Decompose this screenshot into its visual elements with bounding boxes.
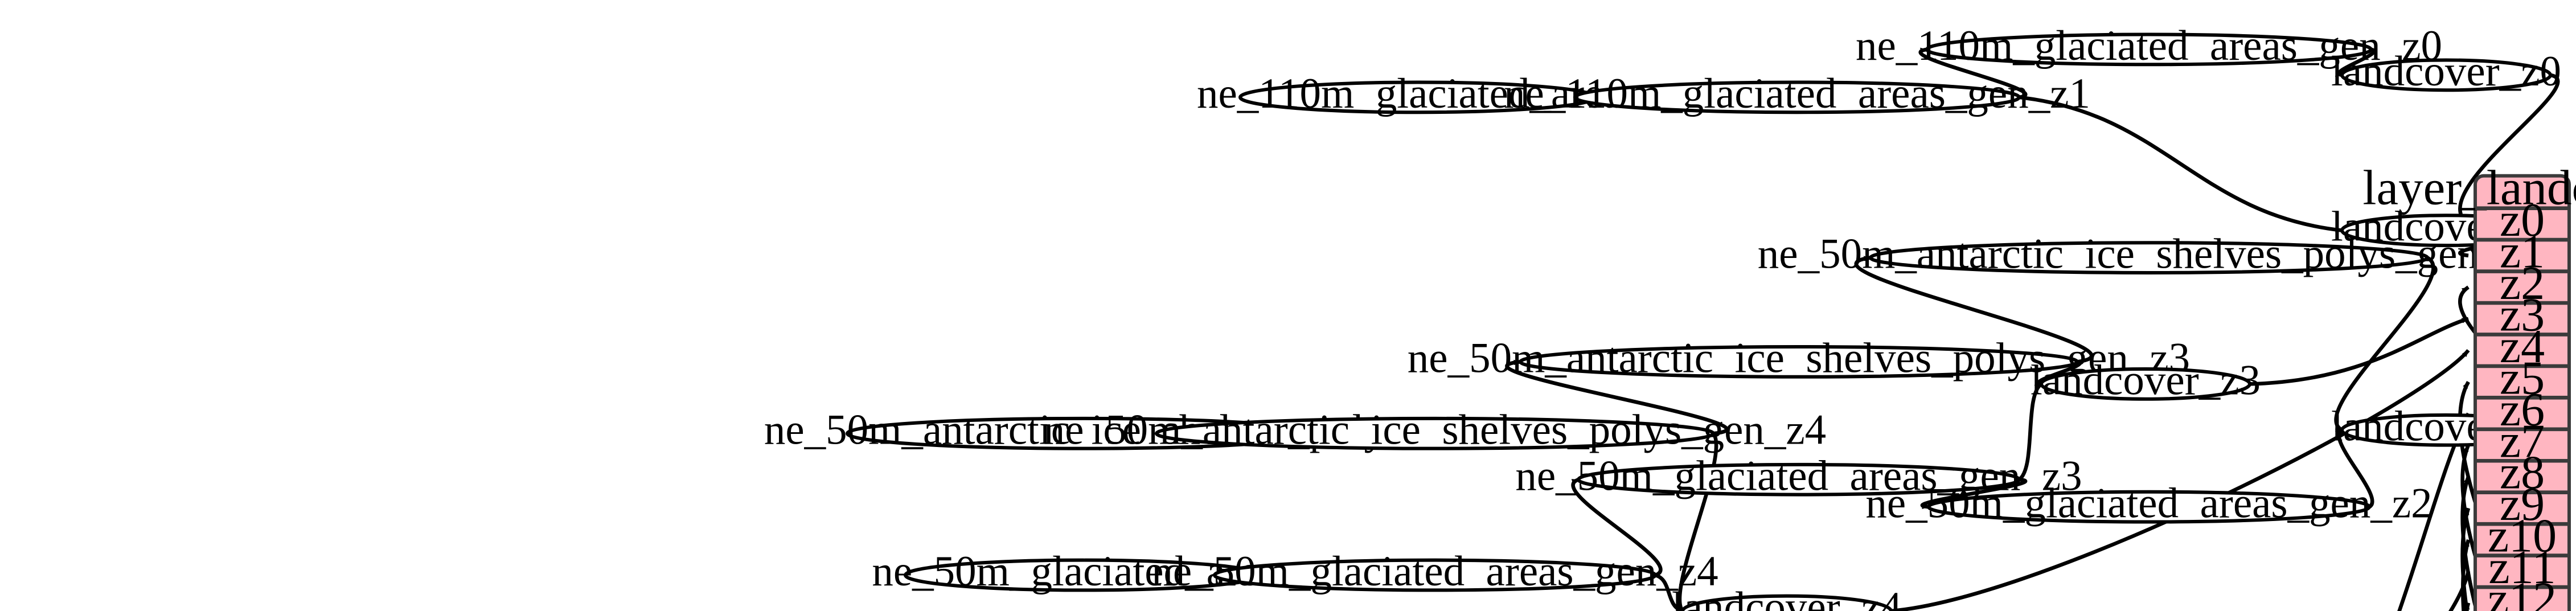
edges-layer [1143, 47, 2560, 611]
edge-ne_50m_antarctic_ice_shelves_polys_gen_z3-to-ne_50m_antarctic_ice_shelves_polys_gen_z2 [1854, 256, 2094, 364]
node-shape [1925, 32, 2373, 67]
edge-ne_50m_antarctic_ice_shelves_polys_gen_z3-to-landcover_z3 [2034, 360, 2082, 386]
edge-ne_50m_antarctic_ice_shelves_polys_gen_z2-to-landcover_z2 [2334, 256, 2435, 432]
edge-ne_50m_antarctic_ice_shelves_polys_gen_z4-to-landcover_z4 [1676, 432, 1718, 611]
edge-ne_50m_antarctic_ice_shelves_polys_gen_z4-to-ne_50m_antarctic_ice_shelves_polys_gen_z3 [1505, 359, 1729, 436]
table-row-z4[interactable]: z4 [2500, 320, 2545, 373]
edge-ne_110m_glaciated_areas_gen_z0-to-landcover_z0 [2335, 47, 2376, 77]
nodes-layer: imposm3osm_landcover_polygonsimplify_vw_… [764, 22, 2561, 611]
edge-landcover_z3-to-layer_landcover-z3 [2249, 317, 2469, 386]
node-shape [1238, 80, 1597, 114]
table-row-z6[interactable]: z6 [2500, 383, 2545, 436]
table-row-z0[interactable]: z0 [2500, 194, 2545, 247]
table-row-z10[interactable]: z10 [2488, 510, 2557, 563]
node-shape [1577, 462, 2021, 497]
edge-landcover_z0-to-layer_landcover-z0 [2458, 73, 2560, 226]
node-shape [1213, 558, 1657, 592]
table-row-z13[interactable]: z13 [2488, 604, 2557, 611]
edge-osm_landcover_gen_z8-to-layer_landcover-z8 [2460, 475, 2479, 611]
edge-ne_110m_glaciated_areas_gen_z1-to-landcover_z1 [2019, 95, 2343, 233]
node-shape [1927, 490, 2371, 524]
edge-ne_50m_glaciated_areas_gen_z3-to-ne_50m_glaciated_areas_gen_z2 [1920, 477, 2028, 510]
node-shape [1869, 241, 2429, 274]
edge-ne_50m_glaciated_areas_gen_z4-to-ne_50m_glaciated_areas_gen_z3 [1571, 478, 1663, 577]
edge-ne_50m_glaciated_areas_gen_z3-to-landcover_z3 [2017, 382, 2043, 481]
node-landcover_z4[interactable]: landcover_z4 [1672, 584, 1902, 611]
table-row-z11[interactable]: z11 [2488, 541, 2556, 594]
table-row-z12[interactable]: z12 [2488, 573, 2557, 611]
table-row-z1[interactable]: z1 [2500, 225, 2545, 278]
edge-osm_landcover_gen_z7-to-layer_landcover-z7 [2460, 444, 2496, 611]
node-ne_50m_glaciated_areas_gen_z3[interactable]: ne_50m_glaciated_areas_gen_z3 [1515, 452, 2082, 499]
table-row-z2[interactable]: z2 [2500, 257, 2545, 310]
node-ne_110m_glaciated_areas_gen_z1[interactable]: ne_110m_glaciated_areas_gen_z1 [1504, 70, 2090, 117]
layer-landcover-table: layer_landcoverz0z1z2z3z4z5z6z7z8z9z10z1… [2362, 161, 2576, 611]
table-row-z3[interactable]: z3 [2500, 289, 2545, 342]
node-shape [2040, 367, 2251, 401]
node-ne_110m_glaciated_areas[interactable]: ne_110m_glaciated_areas [1197, 70, 1639, 117]
table-row-z5[interactable]: z5 [2500, 351, 2545, 404]
node-shape [2340, 58, 2552, 92]
edge-landcover_z6-to-layer_landcover-z6 [2397, 412, 2470, 611]
table-row-z7[interactable]: z7 [2500, 415, 2545, 468]
table-row-z8[interactable]: z8 [2500, 446, 2545, 499]
node-shape [1519, 345, 2079, 379]
node-shape [1573, 80, 2021, 114]
table-row-z9[interactable]: z9 [2500, 478, 2545, 531]
node-landcover_z0[interactable]: landcover_z0 [2331, 48, 2561, 95]
edge-osm_landcover_gen_z9-to-layer_landcover-z9 [2460, 507, 2471, 611]
node-ne_50m_glaciated_areas_gen_z4[interactable]: ne_50m_glaciated_areas_gen_z4 [1151, 548, 1718, 595]
edge-ne_50m_glaciated_areas_gen_z4-to-landcover_z4 [1654, 573, 1684, 611]
node-shape [904, 558, 1262, 592]
edge-ne_110m_glaciated_areas_gen_z1-to-ne_110m_glaciated_areas_gen_z0 [1918, 47, 2028, 100]
node-shape [1155, 416, 1715, 450]
layer-landcover-title: layer_landcover [2362, 161, 2576, 215]
node-shape [1681, 594, 1893, 611]
